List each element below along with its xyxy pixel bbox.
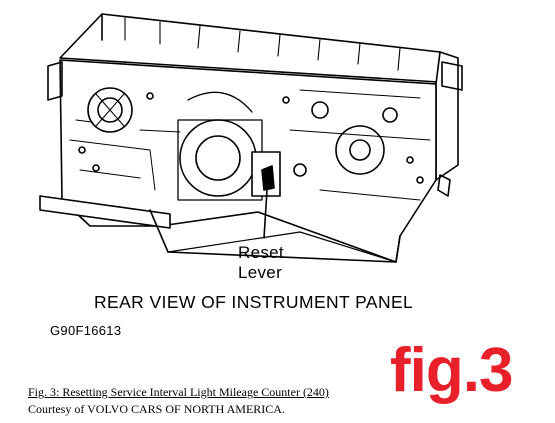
housing-right-side [435,51,459,181]
reset-lever [261,165,275,191]
callout-line-2: Lever [238,263,283,282]
right-tabs [437,61,463,197]
panel-title: REAR VIEW OF INSTRUMENT PANEL [94,292,414,312]
reset-lever-callout: Reset Lever [238,243,284,283]
figure-code: G90F16613 [50,323,122,338]
instrument-panel-rear-view-illustration [39,13,463,263]
gauge-right [335,125,385,175]
bottom-strap [149,209,401,263]
circuit-traces [69,89,431,201]
left-connector [47,61,63,101]
caption-title[interactable]: Fig. 3: Resetting Service Interval Light… [28,385,329,399]
bottom-rail [39,195,171,229]
figure-caption: Fig. 3: Resetting Service Interval Light… [28,384,329,418]
housing-top-ribs [124,17,401,71]
callout-line-1: Reset [238,243,284,262]
callout-leader [263,189,268,239]
caption-credit: Courtesy of VOLVO CARS OF NORTH AMERICA. [28,402,285,416]
front-panel [59,59,437,263]
gauge-left [87,87,133,133]
fig-badge: fig.3 [390,336,513,405]
